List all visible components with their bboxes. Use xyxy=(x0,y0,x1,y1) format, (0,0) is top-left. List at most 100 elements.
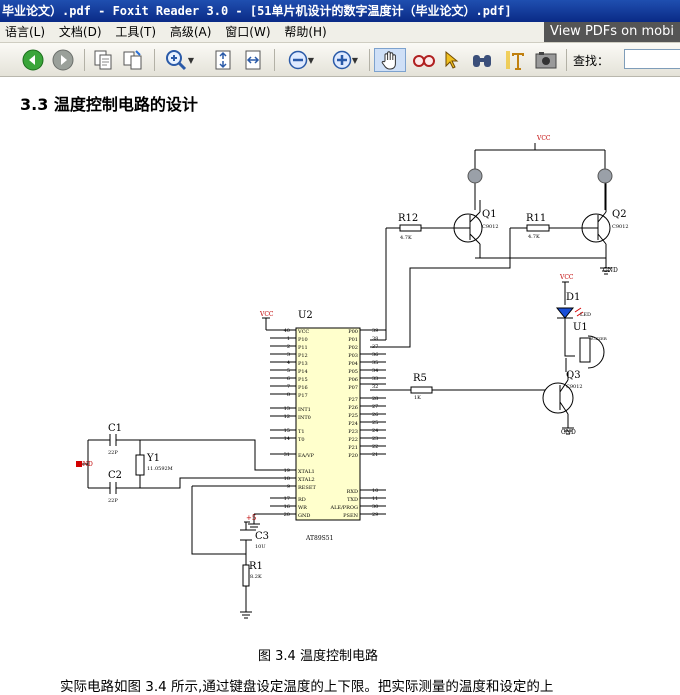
fit-width-icon xyxy=(245,50,261,70)
u2-right-pin-label: P04 xyxy=(348,361,358,367)
document-page[interactable]: 3.3 温度控制电路的设计 xyxy=(0,77,680,695)
fit-page-icon xyxy=(215,50,231,70)
fit-width-button[interactable] xyxy=(240,48,266,72)
find-input[interactable] xyxy=(624,49,680,69)
r12-value: 4.7K xyxy=(400,235,412,241)
zoom-in-icon xyxy=(332,50,352,70)
u2-left-pin-label: EA/VP xyxy=(298,453,315,459)
u2-left-pin-number: 8 xyxy=(287,392,290,398)
forward-button[interactable] xyxy=(50,48,76,72)
u2-right-pin-number: 37 xyxy=(372,344,378,350)
u2-left-pin-label: P12 xyxy=(298,353,308,359)
u2-left-pin-number: 3 xyxy=(287,352,290,358)
u2-left-pin-number: 1 xyxy=(287,336,290,342)
menu-document[interactable]: 文档(D) xyxy=(58,25,102,39)
zoom-out-button[interactable]: ▼ xyxy=(282,48,320,72)
u2-left-pin-label: RD xyxy=(298,497,306,503)
u2-left-pin-number: 16 xyxy=(284,504,290,510)
u2-label: U2 xyxy=(298,310,313,321)
q1-part: C9012 xyxy=(482,224,499,230)
u2-left-pin-number: 6 xyxy=(287,376,290,382)
dropdown-arrow-icon[interactable]: ▼ xyxy=(307,55,315,65)
c3-label: C3 xyxy=(255,531,269,542)
zoom-in-button[interactable]: ▼ xyxy=(326,48,364,72)
back-button[interactable] xyxy=(20,48,46,72)
gnd-q3-label: GND xyxy=(561,429,576,436)
u2-left-pin-number: 4 xyxy=(287,360,290,366)
u2-left-pin-label: P16 xyxy=(298,385,308,391)
c1-label: C1 xyxy=(108,423,122,434)
glasses-button[interactable] xyxy=(410,48,438,72)
q1-transistor xyxy=(453,213,483,243)
title-bar: 毕业论文）.pdf - Foxit Reader 3.0 - [51单片机设计的… xyxy=(0,0,680,22)
d1-led xyxy=(555,307,575,319)
r1-value: 8.2K xyxy=(250,574,262,580)
copy-pages-icon xyxy=(123,50,142,70)
u2-left-pin-number: 15 xyxy=(284,428,290,434)
c1-value: 22P xyxy=(108,450,118,456)
u2-right-pin-label: RXD xyxy=(347,489,358,495)
mobile-promo-banner[interactable]: View PDFs on mobi xyxy=(543,22,680,42)
menu-window[interactable]: 窗口(W) xyxy=(225,25,271,39)
hand-tool-button[interactable] xyxy=(374,48,406,72)
r11-value: 4.7K xyxy=(528,234,540,240)
toolbar-separator xyxy=(274,49,275,71)
u2-right-pin-label: TXD xyxy=(347,497,358,503)
u2-right-pin-label: P06 xyxy=(348,377,358,383)
dropdown-arrow-icon[interactable]: ▼ xyxy=(187,55,195,65)
gnd-crystal-label: GND xyxy=(78,461,93,468)
snapshot-icon xyxy=(535,52,557,69)
u2-right-pin-label: P07 xyxy=(348,385,358,391)
u2-right-pin-label: P24 xyxy=(348,421,358,427)
u2-left-pin-number: 14 xyxy=(284,436,290,442)
u2-right-pin-label: P02 xyxy=(348,345,358,351)
gnd-terminal xyxy=(76,461,82,467)
dropdown-arrow-icon[interactable]: ▼ xyxy=(351,55,359,65)
c2-value: 22P xyxy=(108,498,118,504)
u2-right-pin-number: 21 xyxy=(372,452,378,458)
vcc-chip-label: VCC xyxy=(259,311,274,318)
forward-icon xyxy=(52,49,74,71)
u2-right-pin-number: 39 xyxy=(372,328,378,334)
snapshot-button[interactable] xyxy=(532,48,560,72)
menu-language[interactable]: 语言(L) xyxy=(5,25,46,39)
plus5-label: +5 xyxy=(246,514,256,522)
u2-right-pin-number: 27 xyxy=(372,404,378,410)
u2-left-pin-number: 17 xyxy=(284,496,290,502)
u2-right-pin-number: 30 xyxy=(372,504,378,510)
u2-right-pin-number: 22 xyxy=(372,444,378,450)
menu-tools[interactable]: 工具(T) xyxy=(115,25,157,39)
u2-right-pin-number: 23 xyxy=(372,436,378,442)
toolbar: ▼ ▼ ▼ 查找： xyxy=(0,43,680,77)
u2-chip-body xyxy=(295,327,361,521)
select-tool-button[interactable] xyxy=(440,48,462,72)
fit-page-button[interactable] xyxy=(210,48,236,72)
u2-right-pin-number: 24 xyxy=(372,428,378,434)
u2-right-pin-label: P20 xyxy=(348,453,358,459)
d1-part: LED xyxy=(580,312,591,318)
u2-left-pin-label: P14 xyxy=(298,369,308,375)
copy-pages-button[interactable] xyxy=(120,48,146,72)
u2-right-pin-label: P05 xyxy=(348,369,358,375)
text-select-button[interactable] xyxy=(502,48,530,72)
menu-advanced[interactable]: 高级(A) xyxy=(169,25,212,39)
u2-right-pin-number: 33 xyxy=(372,376,378,382)
find-button[interactable] xyxy=(468,48,496,72)
u2-left-pin-number: 18 xyxy=(284,476,290,482)
hand-tool-icon xyxy=(381,51,396,70)
binoculars-icon xyxy=(473,55,491,67)
select-arrow-icon xyxy=(445,50,459,69)
u2-left-pin-label: P13 xyxy=(298,361,308,367)
u2-left-pin-label: INT1 xyxy=(298,407,311,413)
pages-button[interactable] xyxy=(90,48,116,72)
q2-transistor xyxy=(581,213,611,243)
y1-crystal xyxy=(135,454,145,476)
u2-left-pin-number: 20 xyxy=(284,512,290,518)
menu-help[interactable]: 帮助(H) xyxy=(284,25,327,39)
c3-value: 10U xyxy=(255,544,266,550)
u2-right-pin-number: 32 xyxy=(372,384,378,390)
text-select-icon xyxy=(506,51,524,70)
r1-resistor xyxy=(242,564,250,587)
u2-left-pin-label: P10 xyxy=(298,337,308,343)
zoom-tool-button[interactable]: ▼ xyxy=(160,48,198,72)
